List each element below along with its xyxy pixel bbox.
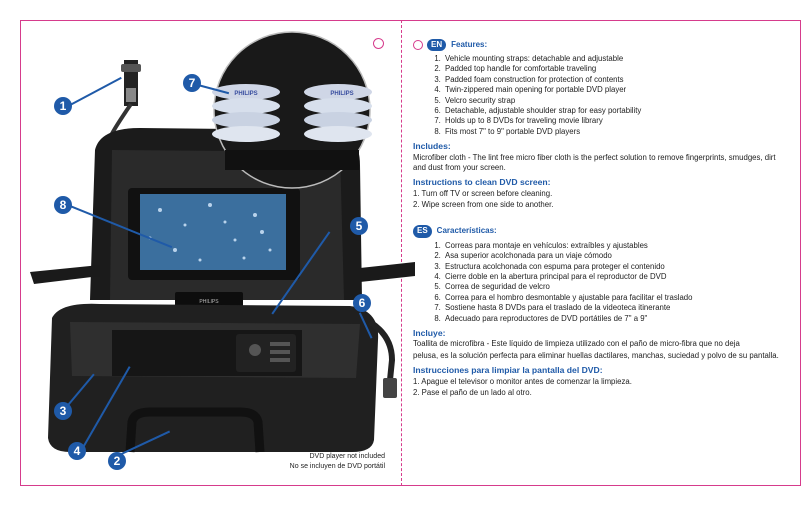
fold-line bbox=[401, 20, 402, 486]
callout-1: 1 bbox=[54, 97, 72, 115]
es-clean-step: 2. Pase el paño de un lado al otro. bbox=[413, 387, 532, 397]
photo-note: DVD player not included No se incluyen d… bbox=[250, 452, 385, 472]
es-clean-title: Instrucciones para limpiar la pantalla d… bbox=[413, 365, 603, 376]
list-item: Fits most 7" to 9" portable DVD players bbox=[443, 127, 785, 137]
en-includes-text: Microfiber cloth - The lint free micro f… bbox=[413, 152, 776, 173]
es-features-title: Características: bbox=[436, 226, 497, 236]
es-header: ES Características: bbox=[413, 225, 785, 239]
list-item: Velcro security strap bbox=[443, 96, 785, 106]
callout-6: 6 bbox=[353, 294, 371, 312]
es-features-list: Correas para montaje en vehículos: extra… bbox=[413, 241, 785, 324]
es-clean-step: 1. Apague el televisor o monitor antes d… bbox=[413, 376, 632, 386]
list-item: Correas para montaje en vehículos: extra… bbox=[443, 241, 785, 251]
es-includes-line2: pelusa, es la solución perfecta para eli… bbox=[413, 350, 779, 360]
es-includes-line1: Toallita de microfibra - Este líquido de… bbox=[413, 339, 740, 349]
en-clean-step: 2. Wipe screen from one side to another. bbox=[413, 200, 554, 210]
callout-8: 8 bbox=[54, 196, 72, 214]
callout-2: 2 bbox=[108, 452, 126, 470]
es-badge: ES bbox=[413, 225, 432, 238]
list-item: Cierre doble en la abertura principal pa… bbox=[443, 272, 785, 282]
list-item: Asa superior acolchonada para un viaje c… bbox=[443, 251, 785, 261]
en-includes-title: Includes: bbox=[413, 141, 451, 152]
en-badge: EN bbox=[427, 38, 447, 52]
en-clean-step: 1. Turn off TV or screen before cleaning… bbox=[413, 188, 553, 198]
device-brand: PHILIPS bbox=[199, 299, 219, 305]
registration-mark-right bbox=[413, 40, 423, 50]
callout-3: 3 bbox=[54, 402, 72, 420]
list-item: Detachable, adjustable shoulder strap fo… bbox=[443, 106, 785, 116]
registration-mark-left bbox=[373, 38, 384, 49]
disc-brand-left: PHILIPS bbox=[234, 91, 257, 97]
callout-4: 4 bbox=[68, 442, 86, 460]
list-item: Holds up to 8 DVDs for traveling movie l… bbox=[443, 116, 785, 126]
en-clean-title: Instructions to clean DVD screen: bbox=[413, 177, 551, 188]
page-frame bbox=[20, 20, 801, 486]
en-features-list: Vehicle mounting straps: detachable and … bbox=[413, 54, 785, 137]
list-item: Padded top handle for comfortable travel… bbox=[443, 64, 785, 74]
text-column: EN Features: Vehicle mounting straps: de… bbox=[413, 38, 785, 398]
note-en: DVD player not included bbox=[309, 453, 386, 460]
en-header: EN Features: bbox=[413, 38, 785, 52]
list-item: Correa para el hombro desmontable y ajus… bbox=[443, 293, 785, 303]
list-item: Adecuado para reproductores de DVD portá… bbox=[443, 314, 785, 324]
note-es: No se incluyen de DVD portátil bbox=[289, 463, 385, 470]
en-features-title: Features: bbox=[451, 39, 488, 49]
es-includes-title: Incluye: bbox=[413, 327, 446, 338]
list-item: Vehicle mounting straps: detachable and … bbox=[443, 54, 785, 64]
list-item: Twin-zippered main opening for portable … bbox=[443, 85, 785, 95]
list-item: Padded foam construction for protection … bbox=[443, 75, 785, 85]
list-item: Correa de seguridad de velcro bbox=[443, 282, 785, 292]
callout-5: 5 bbox=[350, 217, 368, 235]
list-item: Sostiene hasta 8 DVDs para el traslado d… bbox=[443, 303, 785, 313]
disc-brand-right: PHILIPS bbox=[330, 91, 353, 97]
callout-7: 7 bbox=[183, 74, 201, 92]
list-item: Estructura acolchonada con espuma para p… bbox=[443, 262, 785, 272]
